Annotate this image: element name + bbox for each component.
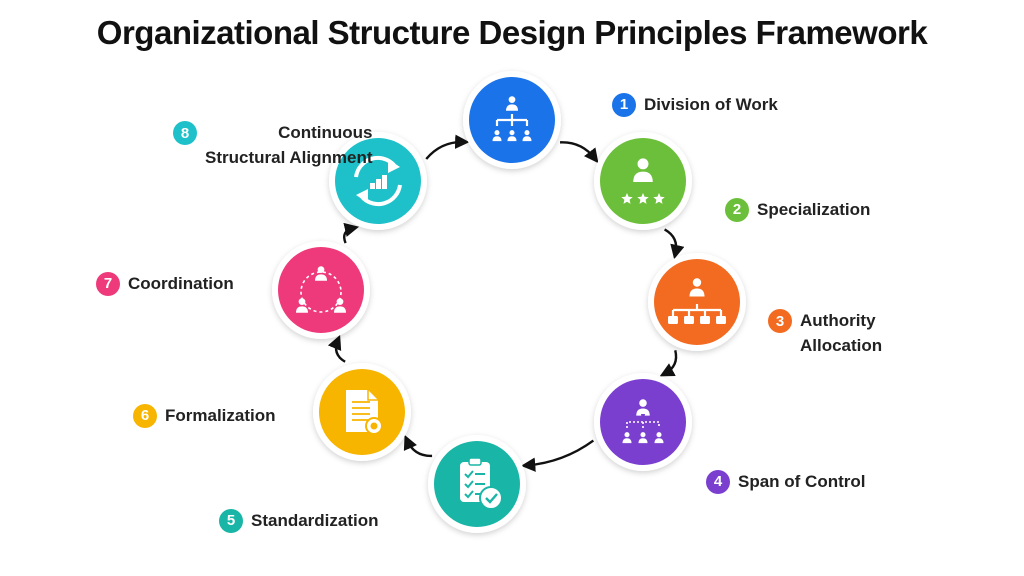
step-number-badge: 7: [96, 271, 120, 296]
cycle-arrow: [425, 134, 470, 160]
cycle-arrow: [559, 141, 599, 164]
step-node-3: [648, 253, 746, 351]
refresh-growth-icon: [354, 155, 402, 207]
cycle-arrow: [327, 334, 346, 363]
step-number-badge: 4: [706, 469, 730, 494]
cycle-arrow: [520, 439, 595, 472]
step-node-4: [594, 373, 692, 471]
step-number-badge: 5: [219, 508, 243, 533]
cycle-arrow: [659, 350, 678, 377]
step-label-2: 2 Specialization: [725, 197, 870, 222]
step-label-text: Formalization: [165, 406, 276, 425]
manager-team-icon: [622, 399, 664, 444]
step-label-text: Span of Control: [738, 472, 866, 491]
checklist-icon: [460, 457, 503, 510]
step-number-badge: 8: [173, 121, 197, 145]
step-label-text: Coordination: [128, 274, 234, 293]
step-number-badge: 3: [768, 309, 792, 333]
cycle-arrow: [343, 222, 360, 244]
step-label-4: 4 Span of Control: [706, 469, 865, 494]
step-label-5: 5 Standardization: [219, 508, 379, 533]
step-label-7: 7 Coordination: [96, 271, 234, 296]
step-node-5: [428, 435, 526, 533]
step-node-8: [329, 132, 427, 230]
step-node-1: [463, 71, 561, 169]
page-title: Organizational Structure Design Principl…: [96, 14, 928, 51]
step-node-2: [594, 132, 692, 230]
cycle-arrow: [663, 228, 685, 260]
authority-tree-icon: [668, 278, 726, 324]
step-node-6: [313, 363, 411, 461]
expert-stars-icon: [621, 158, 665, 204]
step-label-text: Authority Allocation: [800, 311, 883, 355]
step-label-text: Continuous Structural Alignment: [205, 123, 373, 167]
cycle-arrow: [403, 434, 433, 458]
step-label-3: 3 Authority Allocation: [768, 308, 882, 358]
step-label-6: 6 Formalization: [133, 403, 276, 428]
step-node-7: [272, 241, 370, 339]
certified-document-icon: [346, 390, 383, 435]
connected-people-icon: [296, 266, 346, 313]
step-label-8: 8 Continuous Structural Alignment: [173, 120, 373, 170]
node-disc: [278, 247, 364, 333]
step-number-badge: 2: [725, 197, 749, 222]
hierarchy-team-icon: [492, 96, 532, 142]
step-label-text: Division of Work: [644, 95, 778, 114]
step-number-badge: 6: [133, 403, 157, 428]
step-number-badge: 1: [612, 92, 636, 117]
node-disc: [654, 259, 740, 345]
step-label-text: Specialization: [757, 200, 871, 219]
step-label-1: 1 Division of Work: [612, 92, 778, 117]
step-label-text: Standardization: [251, 511, 379, 530]
